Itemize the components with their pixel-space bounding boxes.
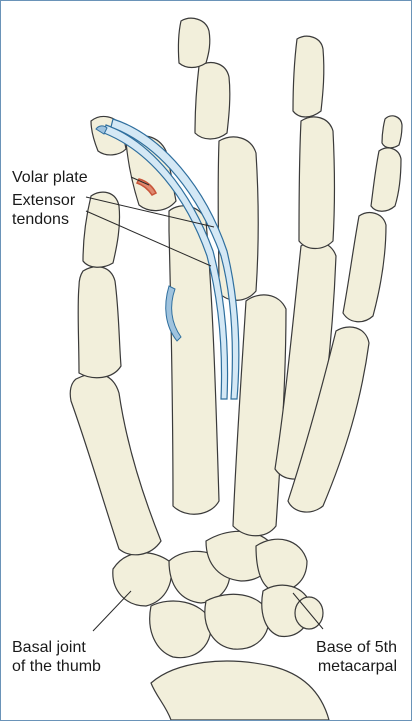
thumb-metacarpal <box>70 374 161 555</box>
middle-middle-phalanx <box>195 63 230 139</box>
middle-proximal-phalanx <box>218 137 258 300</box>
middle-distal-phalanx <box>178 18 209 67</box>
little-distal-phalanx <box>382 116 402 148</box>
little-middle-phalanx <box>371 148 401 211</box>
middle-metacarpal <box>233 295 286 536</box>
base-5th-metacarpal-label: Base of 5th metacarpal <box>316 638 397 676</box>
basal-joint-leader <box>93 591 131 631</box>
carpal-bone <box>113 553 171 606</box>
extensor-tendons-label: Extensor tendons <box>12 191 75 229</box>
volar-plate-label: Volar plate <box>12 168 88 187</box>
carpal-bone <box>205 594 269 649</box>
little-proximal-phalanx <box>343 213 386 322</box>
thumb-proximal-phalanx <box>78 267 121 378</box>
carpal-bone <box>150 601 211 658</box>
ring-middle-phalanx <box>293 36 324 117</box>
radius-bone <box>151 661 329 720</box>
carpal-bone <box>256 539 307 591</box>
ring-proximal-phalanx <box>299 117 335 249</box>
basal-joint-label: Basal joint of the thumb <box>12 638 101 676</box>
